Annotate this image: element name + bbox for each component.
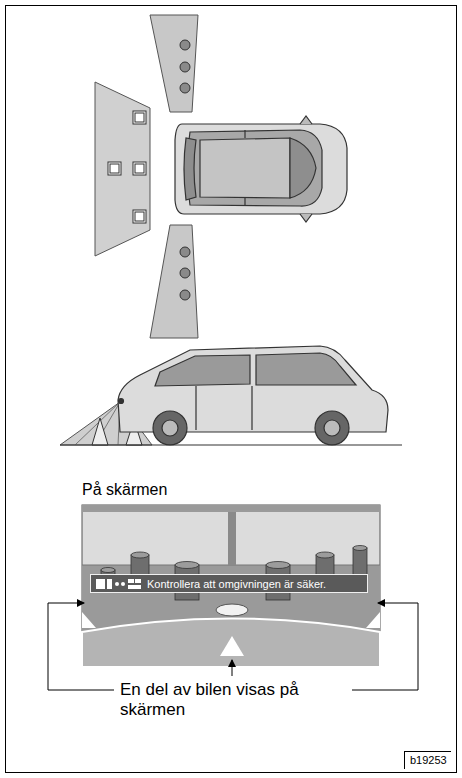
caption-label: På skärmen <box>82 481 282 499</box>
caption-label: En del av bilen visas på skärmen <box>120 680 348 719</box>
sensor-icon <box>96 578 142 590</box>
car-top-view <box>175 116 347 222</box>
screen-display <box>82 505 380 667</box>
warning-text: Kontrollera att omgivningen är säker. <box>147 576 326 592</box>
leader-lines <box>48 603 418 690</box>
ground-line <box>60 444 402 445</box>
car-side-view <box>118 346 388 445</box>
figure-code: b19253 <box>404 751 451 769</box>
warning-banner: Kontrollera att omgivningen är säker. <box>90 574 368 593</box>
